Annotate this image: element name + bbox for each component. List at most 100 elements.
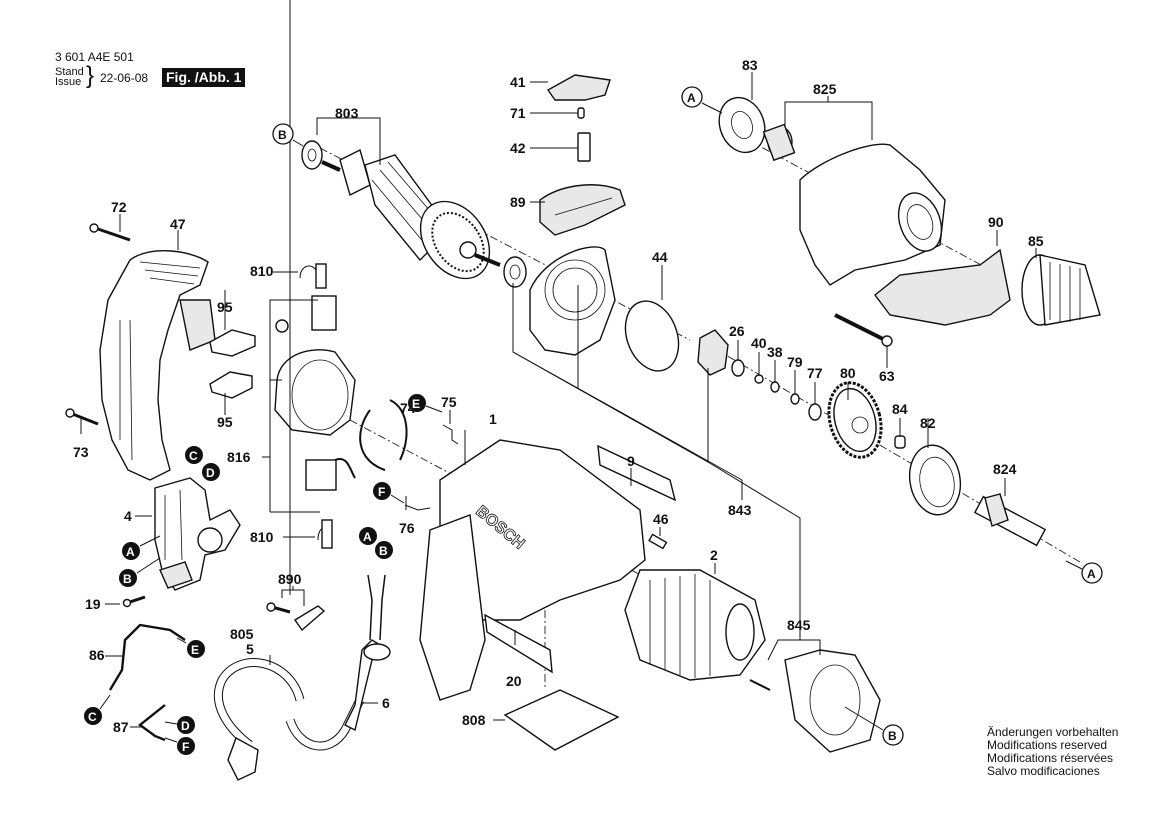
svg-text:E: E [191,643,199,657]
label-810-bottom: 810 [250,529,274,545]
wire-87 [138,704,166,742]
label-20 [484,613,553,674]
handle-half-47 [99,250,216,481]
label-79: 79 [787,354,803,370]
label-71: 71 [510,105,526,121]
label-843: 843 [728,502,752,518]
gear-80 [827,381,883,459]
brush-holder-816 [274,295,356,491]
label-83: 83 [742,57,758,73]
label-84: 84 [892,401,908,417]
label-6: 6 [382,695,390,711]
bracket-845 [707,461,821,661]
bearing-26 [731,359,745,377]
bracket-843 [512,283,743,500]
label-95-upper: 95 [217,299,233,315]
modification-notes: Änderungen vorbehalten Modifications res… [987,726,1118,778]
label-824: 824 [993,461,1017,477]
field-coil-2 [624,569,766,681]
svg-text:F: F [182,740,189,754]
screw-73 [65,408,99,426]
svg-text:F: F [378,485,385,499]
label-42: 42 [510,140,526,156]
label-95-lower: 95 [217,414,233,430]
wire-86 [108,623,186,691]
carbon-brush-810-top [299,263,327,289]
label-9: 9 [627,453,635,469]
bearing-armature-rear [503,256,527,288]
bearing-plate-843 [529,246,616,356]
svg-text:B: B [379,544,388,558]
pin-84 [894,435,906,449]
washer-38 [770,381,780,393]
leader-lines [80,0,1037,728]
screw-72 [89,223,131,242]
ref-marker-B-cable: B [375,541,393,559]
issue-date: 22-06-08 [100,71,149,85]
bracket-825 [784,96,873,140]
part-number: 3 601 A4E 501 [55,50,134,64]
issue-label: Issue [55,76,82,88]
screw-63 [834,313,893,347]
svg-text:D: D [181,719,190,733]
label-20: 20 [506,673,522,689]
svg-text:C: C [88,710,97,724]
switch-button-41 [546,74,611,101]
stand-label: Stand [55,66,84,78]
svg-text:A: A [1087,567,1096,581]
label-86: 86 [89,647,105,663]
label-845: 845 [787,617,811,633]
screw-19 [122,595,146,608]
screw-46 [648,533,668,550]
note-de: Änderungen vorbehalten [987,725,1119,739]
part-labels: 72 47 810 95 95 73 816 4 810 19 890 86 8… [73,57,1044,735]
ref-marker-F-terminal: F [373,482,391,500]
label-808: 808 [462,712,486,728]
circlip-79 [790,393,800,405]
carbon-brush-810-bottom [317,519,333,549]
air-guide-845 [749,649,881,753]
label-44: 44 [652,249,668,265]
bracket-816 [262,299,320,513]
label-810-top: 810 [250,263,274,279]
ref-marker-A-switch: A [122,542,140,560]
label-890: 890 [278,571,302,587]
label-82: 82 [920,415,936,431]
label-40: 40 [751,335,767,351]
brace: } [86,62,95,89]
gear-nut-843 [697,329,729,376]
terminal-76 [404,504,431,511]
svg-text:C: C [189,449,198,463]
needle-bearing-825 [762,123,796,162]
o-ring-44 [624,300,680,372]
motor-housing-1: BOSCH [419,439,646,701]
label-73: 73 [73,444,89,460]
clip-95-lower [209,371,253,399]
figure-badge: Fig. /Abb. 1 [162,68,246,87]
label-19: 19 [85,596,101,612]
ref-marker-E-wire: E [187,640,205,658]
ref-marker-E-terminal: E [408,394,426,412]
spring-71 [577,107,585,119]
label-47: 47 [170,216,186,232]
bracket-803 [316,112,381,165]
ref-marker-C-wire: C [84,707,102,725]
svg-text:E: E [412,397,420,411]
ref-marker-B-top: B [272,123,294,145]
svg-text:A: A [363,530,372,544]
terminals-74 [359,399,408,471]
label-4: 4 [124,508,132,524]
label-75: 75 [441,394,457,410]
label-26: 26 [729,323,745,339]
label-87: 87 [113,719,129,735]
cable-clamp-890 [266,602,326,632]
label-89: 89 [510,194,526,210]
svg-text:A: A [687,91,696,105]
ring-82 [908,444,962,516]
svg-text:B: B [888,729,897,743]
terminal-75 [442,424,459,445]
note-fr: Modifications réservées [987,751,1114,765]
note-en: Modifications reserved [987,738,1108,752]
gear-housing-825 [799,143,946,286]
label-825: 825 [813,81,837,97]
